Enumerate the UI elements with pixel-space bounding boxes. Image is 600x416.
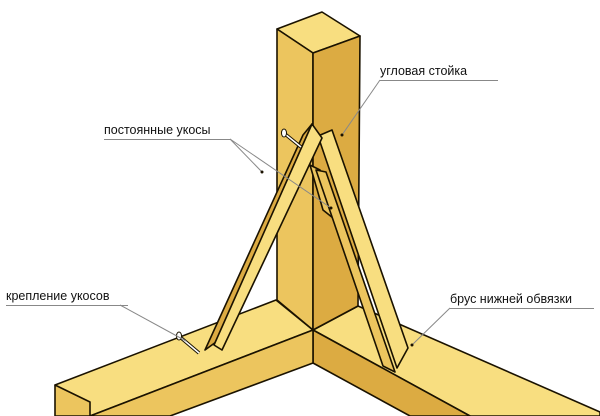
right-bottom-beam <box>312 305 600 416</box>
permanent-braces <box>204 123 409 373</box>
leader-lines <box>119 79 451 346</box>
label-corner-post: угловая стойка <box>380 64 498 81</box>
nail-top-icon <box>281 128 303 149</box>
label-bottom-plate-beam: брус нижней обвязки <box>450 292 594 309</box>
left-bottom-beam <box>54 299 314 416</box>
label-permanent-braces: постоянные укосы <box>104 123 230 140</box>
label-brace-fastening: крепление укосов <box>6 289 128 306</box>
leader-dots <box>260 133 414 347</box>
